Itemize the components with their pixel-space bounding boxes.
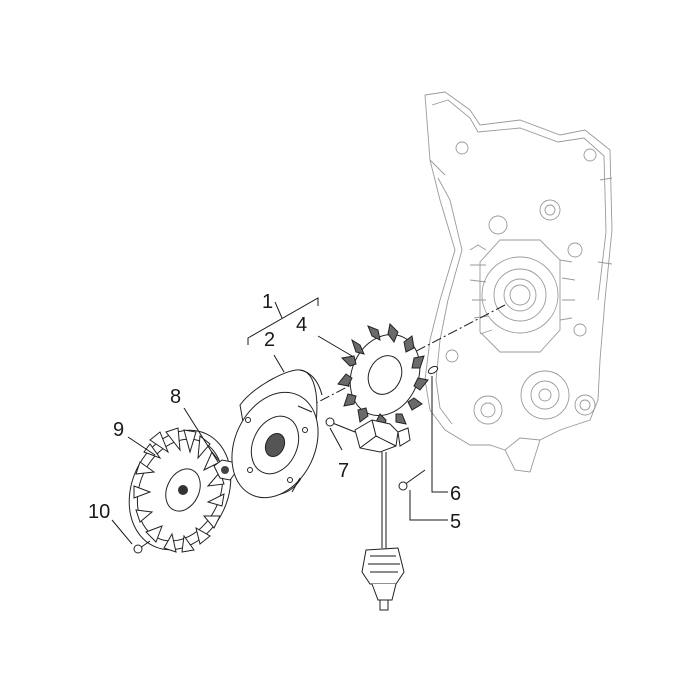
stator-part	[337, 322, 429, 432]
stator-bolt-part	[398, 469, 426, 491]
callout-4: 4	[296, 314, 307, 336]
callout-2: 2	[264, 329, 275, 351]
wiring-connector-part	[361, 547, 405, 611]
callout-10: 10	[88, 501, 110, 523]
flywheel-rotor-part	[231, 369, 323, 499]
woodruff-key-part	[427, 365, 439, 375]
pickup-sensor-part	[325, 417, 411, 548]
callout-9: 9	[113, 419, 124, 441]
callout-labels: 1 2 4 8 9 7 6 5 10	[88, 291, 461, 533]
callout-6: 6	[450, 483, 461, 505]
engine-crankcase	[424, 91, 613, 473]
leader-lines	[111, 297, 448, 545]
cooling-fan-part	[128, 427, 232, 553]
callout-5: 5	[450, 511, 461, 533]
callout-8: 8	[170, 386, 181, 408]
callout-1: 1	[262, 291, 273, 313]
flywheel-nut-part	[213, 459, 237, 481]
fan-screw-part	[133, 540, 151, 554]
callout-7: 7	[338, 460, 349, 482]
